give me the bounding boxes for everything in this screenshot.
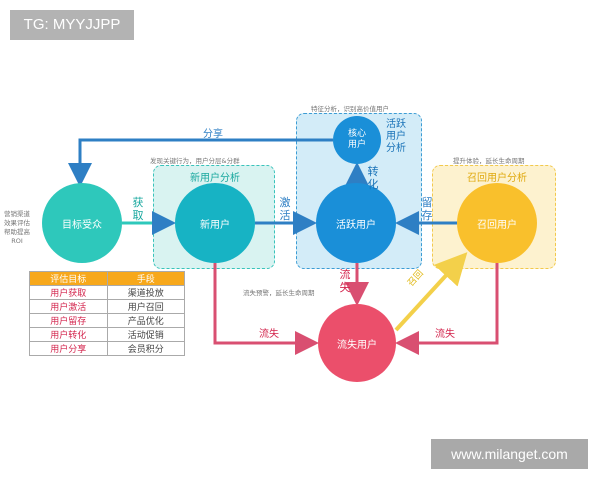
- node-recall-user: 召回用户: [457, 183, 537, 263]
- churn-recall-arrow: [395, 263, 499, 355]
- table-cell-means: 产品优化: [106, 313, 185, 328]
- recall-user-panel-title: 召回用户分析: [467, 173, 527, 184]
- table-cell-goal: 用户分享: [29, 341, 108, 356]
- label-share: 分享: [203, 129, 223, 140]
- table-row: 用户激活 用户召回: [29, 299, 185, 314]
- label-convert: 转 化: [367, 165, 379, 191]
- watermark-bottom: www.milanget.com: [431, 439, 588, 469]
- node-new-user: 新用户: [175, 183, 255, 263]
- node-lost-user: 流失用户: [318, 304, 396, 382]
- node-core-user: 核心 用户: [333, 116, 381, 164]
- annotation-recall: 提升体验，延长生命周期: [453, 157, 525, 165]
- annotation-new: 发现关键行为，用户分层&分群: [150, 157, 240, 165]
- table-cell-means: 渠道投放: [106, 285, 185, 300]
- table-cell-goal: 用户留存: [29, 313, 108, 328]
- table-header-means: 手段: [106, 271, 185, 286]
- recall-arrow: [394, 252, 468, 332]
- annotation-roi: 营销渠道 效果评估 帮助提高 ROI: [4, 210, 30, 245]
- table-cell-goal: 用户转化: [29, 327, 108, 342]
- table-cell-means: 用户召回: [106, 299, 185, 314]
- table-row: 用户转化 活动促销: [29, 327, 185, 342]
- table-row: 用户获取 渠道投放: [29, 285, 185, 300]
- label-acquire: 获 取: [132, 196, 144, 222]
- watermark-top: TG: MYYJJPP: [10, 10, 134, 40]
- active-user-panel-title: 活跃 用户 分析: [386, 119, 406, 154]
- churn-new-arrow: [213, 263, 319, 355]
- table-cell-means: 会员积分: [106, 341, 185, 356]
- label-churn-new: 流失: [259, 329, 279, 340]
- new-user-panel-title: 新用户分析: [190, 173, 240, 184]
- table-cell-goal: 用户获取: [29, 285, 108, 300]
- share-arrow: [68, 138, 333, 187]
- label-retain: 留 存: [421, 196, 433, 222]
- node-active-user: 活跃用户: [316, 183, 396, 263]
- label-churn-active: 流 失: [339, 268, 351, 294]
- evaluation-table: 评估目标 手段 用户获取 渠道投放 用户激活 用户召回 用户留存 产品优化 用户…: [29, 271, 185, 356]
- table-row: 用户留存 产品优化: [29, 313, 185, 328]
- label-churn-recall: 流失: [435, 329, 455, 340]
- annotation-churn: 流失预警，延长生命周期: [243, 289, 315, 297]
- table-header-goal: 评估目标: [29, 271, 108, 286]
- table-row: 用户分享 会员积分: [29, 341, 185, 356]
- node-target-audience: 目标受众: [42, 183, 122, 263]
- table-cell-goal: 用户激活: [29, 299, 108, 314]
- table-header-row: 评估目标 手段: [29, 271, 185, 286]
- table-cell-means: 活动促销: [106, 327, 185, 342]
- label-activate: 激 活: [279, 196, 291, 222]
- annotation-core: 特征分析，识别高价值用户: [311, 105, 389, 113]
